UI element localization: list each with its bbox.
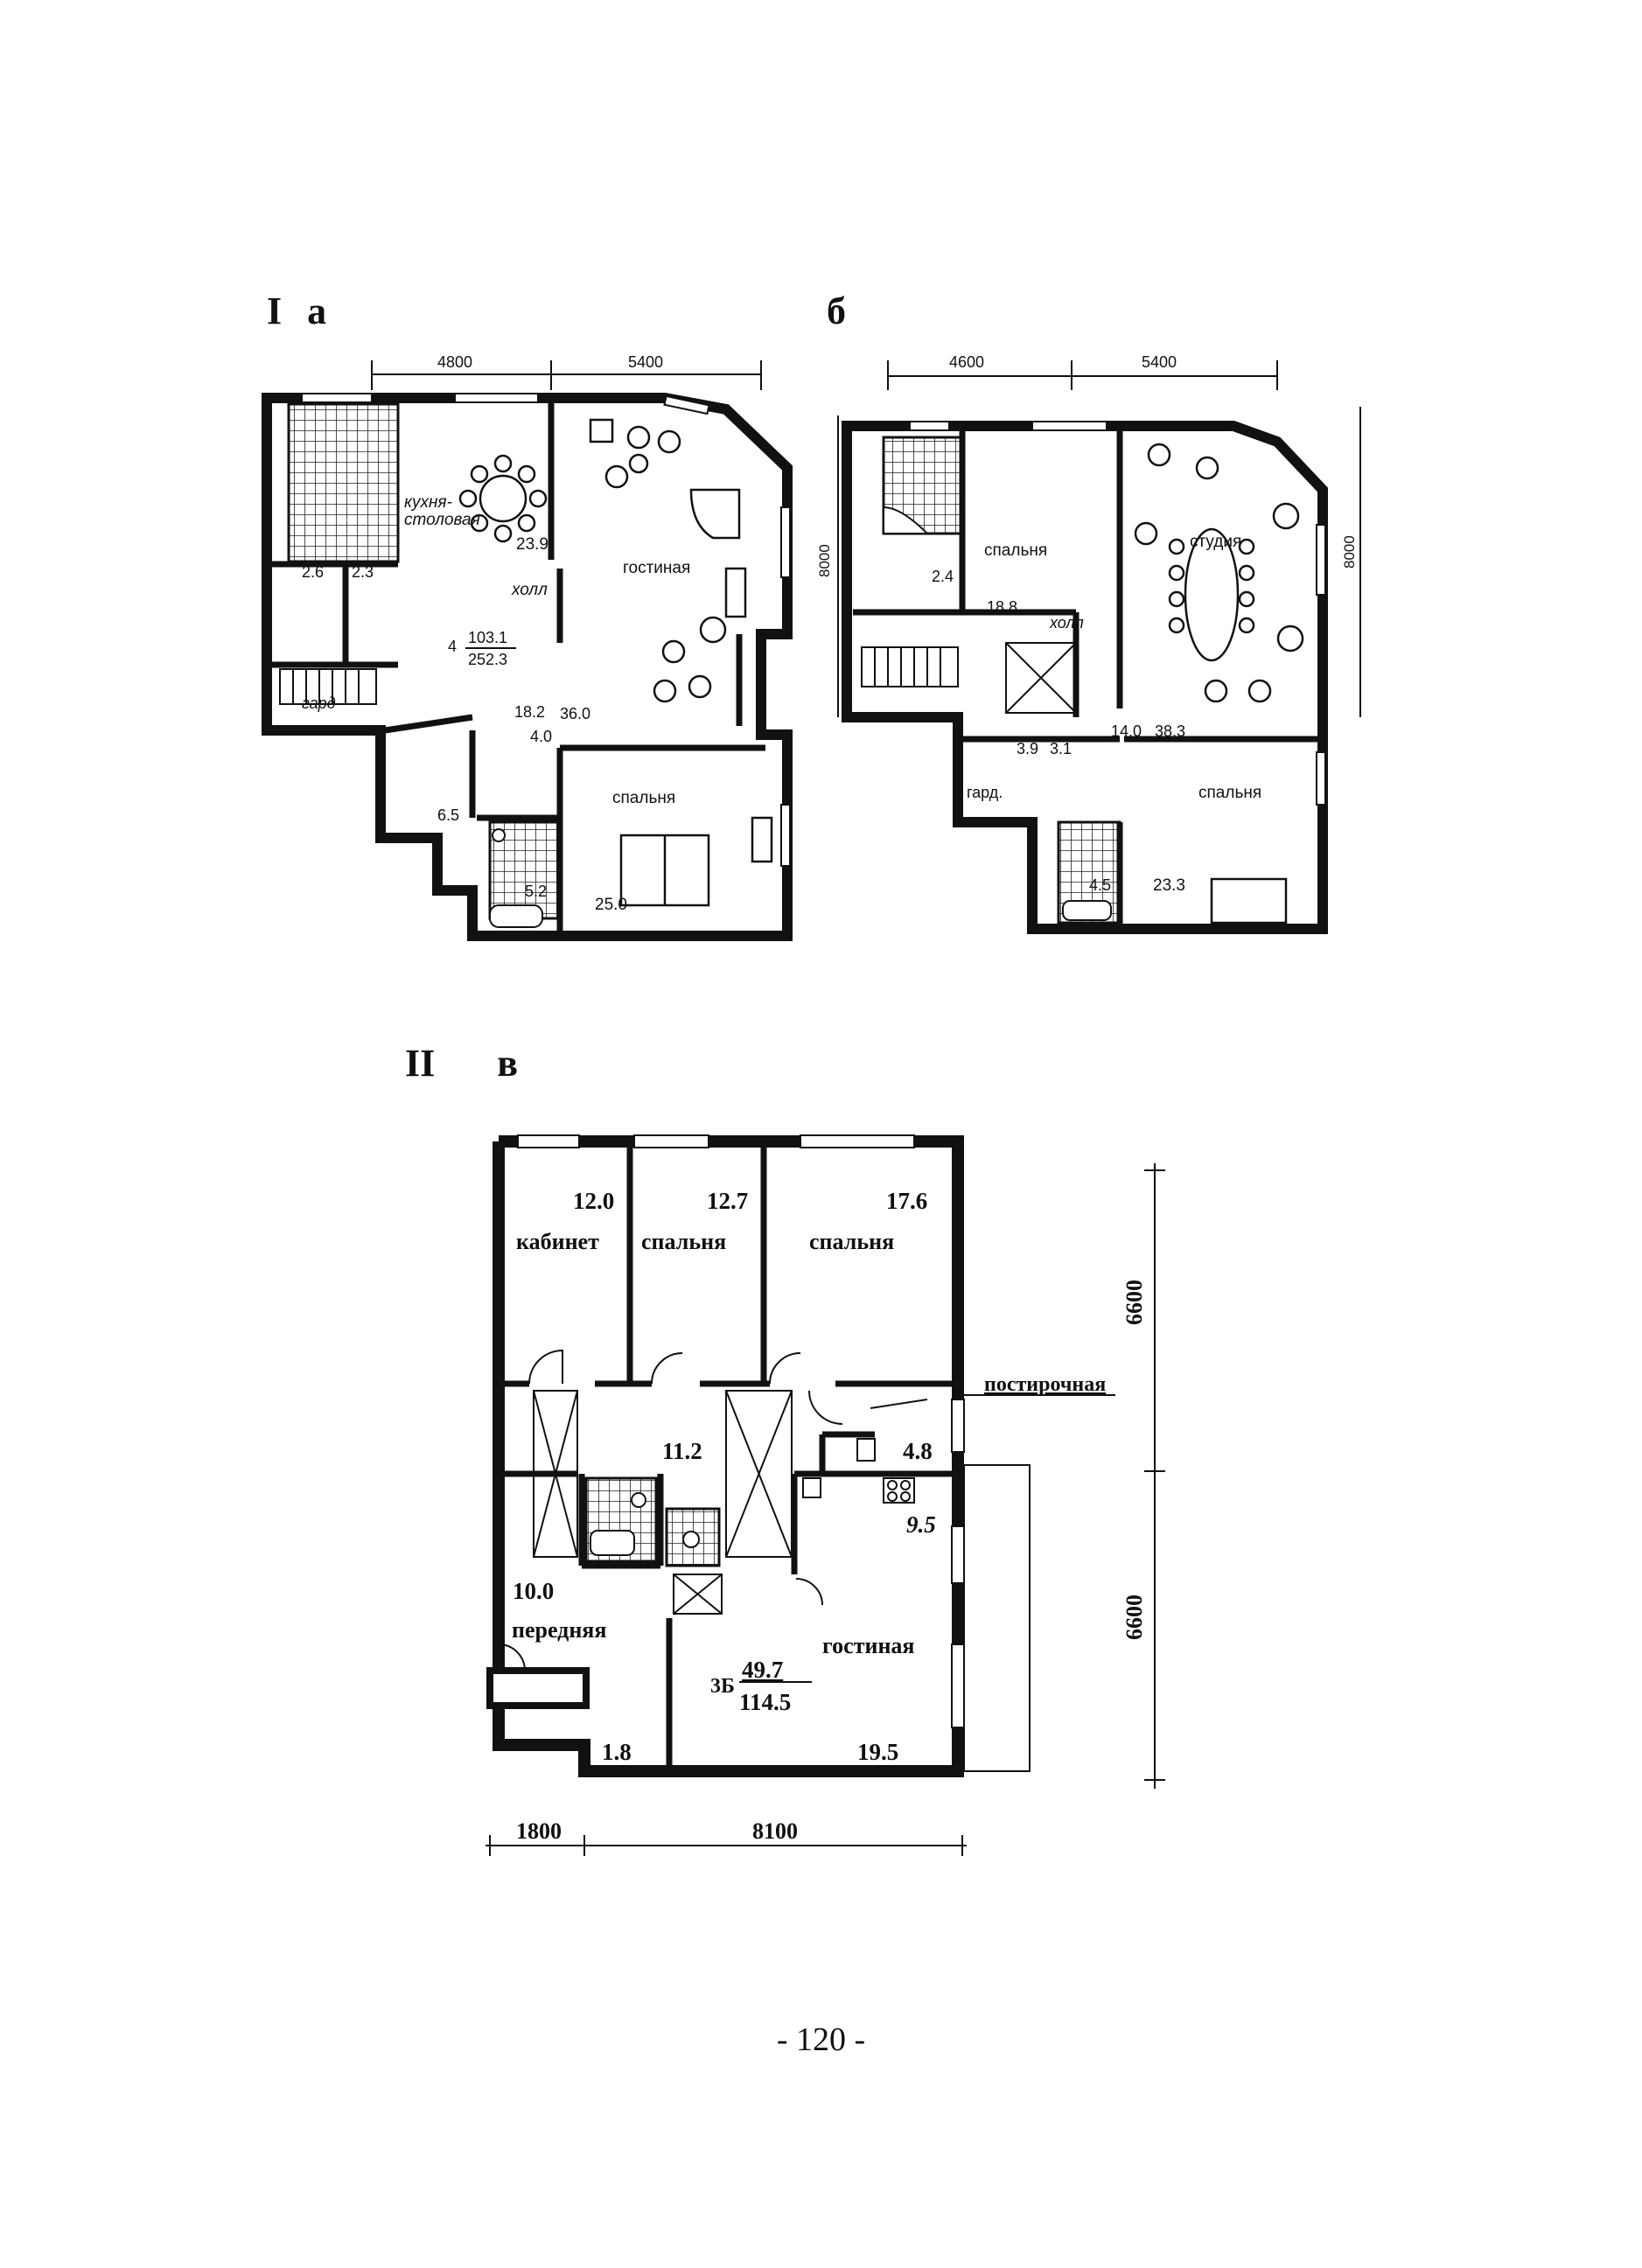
plan-v-apt-code: 3Б	[710, 1675, 735, 1698]
plan-b-studio-label: студия	[1190, 533, 1241, 551]
plan-b-dim-v2: 8000	[1341, 535, 1358, 569]
plan-a-living-furniture	[589, 418, 747, 703]
plan-b-bed	[1210, 877, 1288, 925]
plan-v-cabinet-area: 12.0	[573, 1188, 614, 1214]
plan-v-dim-v1: 6600	[1121, 1280, 1147, 1325]
plan-v-dim-h1: 1800	[516, 1818, 562, 1844]
plan-b: 4600 5400 8000 8000	[816, 353, 1361, 934]
plan-v-apt-total: 114.5	[739, 1689, 791, 1715]
plan-a-interior-walls	[271, 402, 765, 932]
plan-v-apt-living: 49.7	[742, 1657, 783, 1683]
plan-b-dim-1: 4600	[949, 353, 984, 371]
plan-v-bedroom-1-label: спальня	[641, 1229, 726, 1254]
plan-b-stairs	[861, 646, 959, 687]
plan-b-dim-2: 5400	[1142, 353, 1177, 371]
plan-v-balcony	[963, 1464, 1031, 1772]
plan-v-area-1-8: 1.8	[602, 1739, 632, 1765]
plan-a-area-6-5: 6.5	[437, 806, 459, 824]
plan-v-laundry-area: 4.8	[903, 1438, 933, 1464]
plan-b-garderobe-label: гард.	[967, 784, 1003, 801]
plan-a-windows	[301, 393, 791, 867]
plan-v-laundry-label: постирочная	[984, 1373, 1106, 1396]
plan-a-area-4-0: 4.0	[530, 728, 552, 745]
plan-b-hall-label: холл	[1049, 614, 1084, 632]
plan-b-atrium	[1005, 642, 1077, 714]
plan-a-area-2-6: 2.6	[302, 563, 324, 581]
plan-v-corridor-area: 11.2	[662, 1438, 702, 1464]
plan-v-bedroom-2-label: спальня	[809, 1229, 894, 1254]
plan-v-cabinet-label: кабинет	[516, 1229, 599, 1254]
section-1-header: I а	[267, 289, 326, 333]
plan-b-area-14-0: 14.0	[1111, 722, 1142, 740]
plan-b-area-23-3: 23.3	[1153, 876, 1185, 895]
plan-b-dimension-line	[837, 360, 1361, 717]
plan-b-area-2-4: 2.4	[932, 568, 954, 585]
plan-a-walls	[262, 393, 793, 941]
section-2-header: II в	[405, 1041, 518, 1085]
plan-v-area-19-5: 19.5	[857, 1739, 898, 1765]
plan-b-bedroom-1-label: спальня	[984, 541, 1047, 560]
plan-a-bath-fixtures	[489, 828, 543, 928]
plan-v-door-arcs	[498, 1349, 928, 1671]
plan-b-windows	[909, 421, 1326, 806]
plan-v-bedroom-2-area: 17.6	[886, 1188, 927, 1214]
plan-a-area-18-2: 18.2	[514, 703, 545, 721]
plan-b-area-3-1: 3.1	[1050, 740, 1072, 757]
plan-a-area-36-0: 36.0	[560, 705, 590, 722]
plan-a-kitchen-label-1: кухня-	[404, 493, 452, 512]
plan-a-stairs	[279, 668, 377, 705]
plan-v-corridor-x	[533, 1390, 793, 1615]
plan-a-kitchen-tiles	[287, 402, 400, 563]
plan-a-hall-label: холл	[511, 581, 548, 599]
plan-v-top-windows	[517, 1134, 965, 1728]
plan-b-bedroom-2-label: спальня	[1198, 784, 1261, 802]
plan-a-dim-2: 5400	[628, 353, 663, 371]
plan-a-apt-total: 252.3	[468, 651, 507, 668]
plan-b-walls	[842, 421, 1328, 934]
plan-a-bedroom-label: спальня	[612, 789, 675, 807]
plan-a-letter: а	[307, 290, 327, 332]
plan-v-fixtures	[590, 1438, 915, 1556]
plan-v-entry-notch	[486, 1667, 590, 1709]
plan-a-area-25-0: 25.0	[595, 896, 627, 914]
plan-b-area-38-3: 38.3	[1155, 722, 1185, 740]
plan-v-bedroom-1-area: 12.7	[707, 1188, 748, 1214]
plan-a-living-label: гостиная	[623, 559, 690, 577]
plan-v-kitchen-area: 9.5	[906, 1511, 936, 1538]
plan-v-dim-v2: 6600	[1121, 1595, 1147, 1640]
plan-v-dim-h2: 8100	[752, 1818, 798, 1844]
plan-v-letter: в	[497, 1042, 519, 1085]
plan-a-bed	[619, 816, 773, 907]
plan-b-bath-fixtures	[883, 506, 1112, 921]
plan-b-dim-v1: 8000	[816, 544, 833, 577]
plan-b-area-3-9: 3.9	[1017, 740, 1038, 757]
plan-b-letter: б	[827, 290, 846, 332]
section-2-roman: II	[405, 1042, 436, 1085]
plan-a-dimension-line	[371, 360, 762, 390]
plan-v-entry-label: передняя	[512, 1617, 606, 1643]
plan-v-interior-walls	[505, 1148, 954, 1765]
plan-a-kitchen-area: 23.9	[516, 535, 548, 554]
plan-v-entry-area: 10.0	[513, 1578, 554, 1604]
plan-a-dining-table	[458, 454, 548, 543]
section-1-roman: I	[267, 290, 283, 332]
plan-a-area-5-2: 5.2	[525, 883, 547, 900]
plan-b-area-4-5: 4.5	[1089, 876, 1111, 894]
plan-a-garderobe-label: гард	[302, 694, 336, 712]
plan-v-dimension-lines	[486, 1163, 1165, 1856]
plan-v-living-label: гостиная	[822, 1633, 915, 1658]
plan-b-area-18-8: 18.8	[987, 598, 1017, 616]
plan-a-kitchen-label-2: столовая	[404, 511, 480, 529]
page-number: - 120 -	[776, 2021, 866, 2058]
plan-a-area-2-3: 2.3	[352, 563, 374, 581]
plan-v: 1800 8100 6600 6600 12.0 кабинет 12.7 сп…	[486, 1134, 1165, 1856]
plan-a-apt-number: 4	[448, 638, 457, 655]
plan-b-studio-table	[1134, 443, 1304, 703]
plan-a-dim-1: 4800	[437, 353, 472, 371]
plan-a-apt-living: 103.1	[468, 629, 507, 646]
plan-a: 4800 5400	[262, 353, 793, 941]
